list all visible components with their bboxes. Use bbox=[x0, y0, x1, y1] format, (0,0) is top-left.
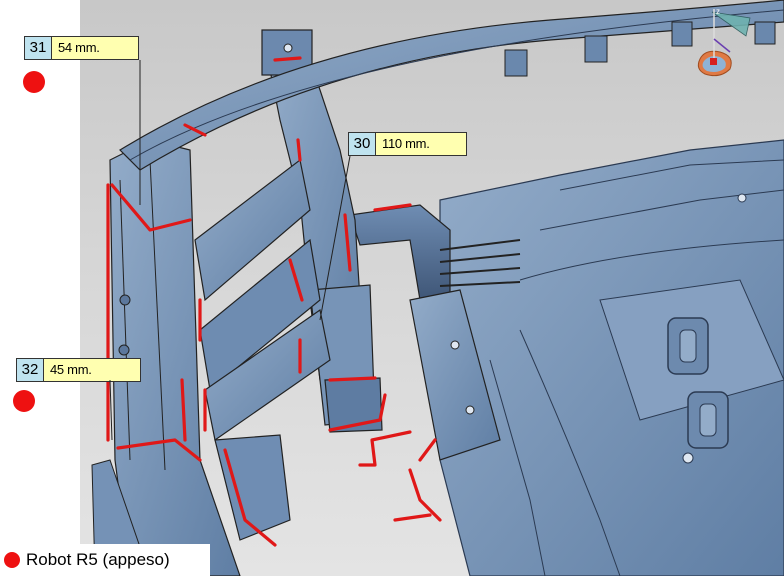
callout-32: 32 45 mm. bbox=[16, 358, 141, 382]
legend: Robot R5 (appeso) bbox=[0, 544, 210, 576]
callout-number: 31 bbox=[24, 36, 52, 60]
floor-panel bbox=[439, 139, 784, 576]
callout-distance: 45 mm. bbox=[44, 358, 141, 382]
svg-text:z: z bbox=[716, 7, 720, 16]
crossmember bbox=[194, 158, 311, 302]
viewport-margin bbox=[0, 0, 80, 576]
callout-31: 31 54 mm. bbox=[24, 36, 139, 60]
callout-distance: 54 mm. bbox=[52, 36, 139, 60]
callout-distance: 110 mm. bbox=[376, 132, 467, 156]
robot-marker-icon bbox=[13, 390, 35, 412]
compass-icon[interactable]: z bbox=[690, 4, 760, 89]
weld-lines bbox=[106, 56, 442, 547]
robot-marker-icon bbox=[23, 71, 45, 93]
legend-label: Robot R5 (appeso) bbox=[26, 550, 170, 569]
callout-number: 30 bbox=[348, 132, 376, 156]
callout-30: 30 110 mm. bbox=[348, 132, 467, 156]
callout-number: 32 bbox=[16, 358, 44, 382]
robot-marker-icon bbox=[4, 552, 20, 568]
